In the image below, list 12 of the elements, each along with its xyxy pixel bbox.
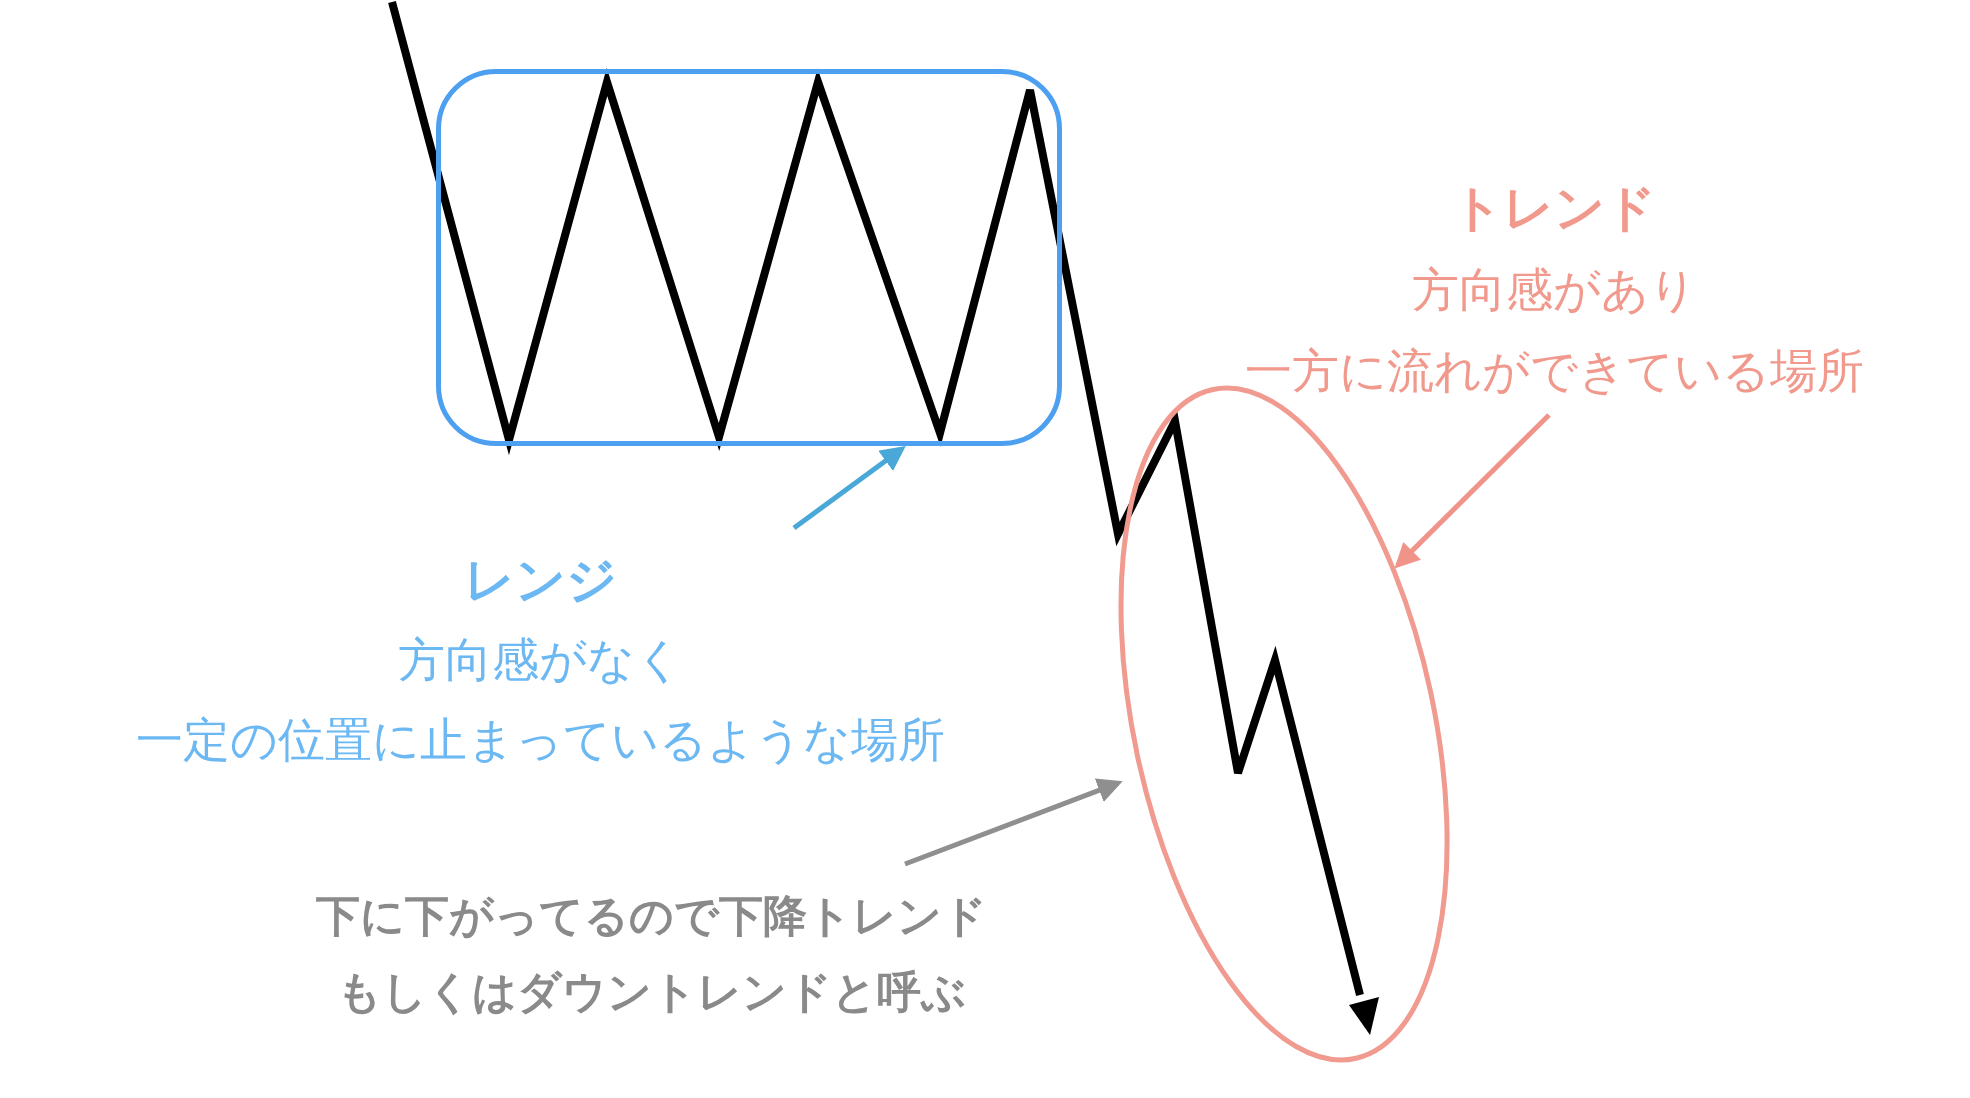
note-text: 方向感があり — [1410, 261, 1698, 319]
note-text: もしくはダウントレンドと呼ぶ — [335, 965, 967, 1019]
heading: レンジ — [462, 550, 618, 611]
note-text: 一方に流れができている場所 — [1244, 342, 1864, 400]
arrow — [904, 778, 1123, 867]
heading: トレンド — [1451, 178, 1657, 239]
note-text: 一定の位置に止まっているような場所 — [135, 711, 945, 769]
arrow — [1394, 413, 1551, 569]
note-text: 方向感がなく — [396, 631, 684, 689]
arrow — [792, 446, 906, 530]
note-text: 下に下がってるので下降トレンド — [315, 889, 987, 943]
range-box — [436, 69, 1062, 446]
